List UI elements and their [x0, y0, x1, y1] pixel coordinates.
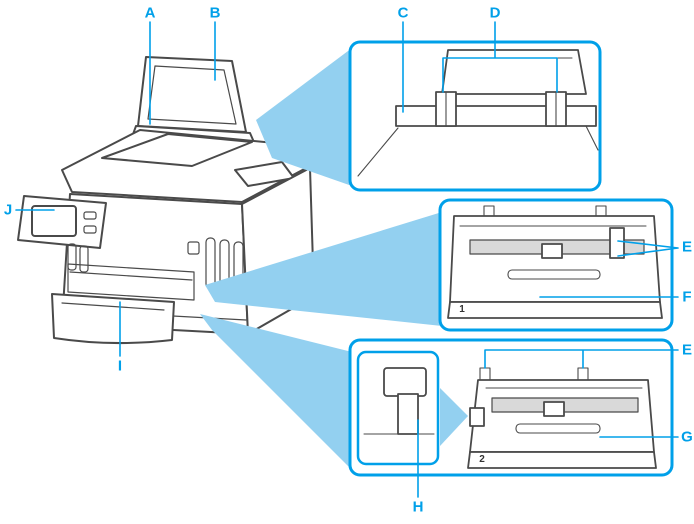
label-e-top: E	[681, 238, 693, 256]
label-g: G	[681, 428, 693, 446]
detail-paper-support	[441, 49, 587, 95]
cassette-1-number: 1	[459, 304, 465, 315]
ink-window-left	[67, 243, 77, 271]
leader-e-bottom	[484, 349, 679, 369]
ink-window-left	[79, 245, 89, 273]
leader-e-top	[617, 240, 679, 257]
lock-tab-zoom-detail	[363, 367, 435, 435]
detail-context-line	[357, 127, 399, 177]
beam-lock-tab-zoom	[440, 388, 468, 446]
cassette1-side-guide	[609, 227, 625, 259]
leader-lines	[15, 21, 679, 498]
maintenance-button	[187, 241, 200, 255]
label-d: D	[489, 4, 501, 22]
adf-hump	[101, 133, 253, 167]
output-bay	[67, 263, 195, 301]
label-f: F	[682, 288, 692, 306]
label-c: C	[397, 4, 409, 22]
beam-rear-tray	[256, 48, 352, 186]
output-slot-line	[69, 271, 193, 281]
beam-cassette-1	[205, 212, 442, 326]
leader-d	[442, 21, 558, 93]
cassette-2-number: 2	[479, 454, 485, 465]
cassette1-front-lip	[447, 301, 663, 319]
lock-tab-head	[383, 367, 427, 397]
cassette2-guide-slider	[543, 401, 565, 417]
cassette2-floor-slot	[515, 423, 601, 434]
label-j: J	[3, 201, 13, 219]
cassette2-guide-rail	[491, 397, 639, 413]
cassette2-lock-tab	[469, 407, 485, 427]
cassette-2-detail	[467, 367, 657, 469]
rear-tray-detail	[357, 49, 599, 177]
output-tray-inner	[61, 302, 165, 311]
cassette2-front-lip	[467, 451, 657, 469]
lock-tab-stem	[397, 393, 419, 435]
cassette1-floor-slot	[507, 269, 601, 280]
panel-button	[83, 211, 97, 220]
cassette1-body	[449, 215, 661, 303]
beam-cassette-2	[200, 314, 352, 470]
label-h: H	[412, 498, 424, 516]
output-tray	[51, 293, 175, 345]
cassette-1-detail	[447, 205, 663, 319]
label-a: A	[144, 4, 156, 22]
label-i: I	[117, 357, 123, 375]
panel-button	[83, 225, 97, 234]
label-b: B	[209, 4, 221, 22]
detail-context-line	[585, 125, 599, 151]
cassette1-guide-slider	[541, 243, 563, 259]
touch-screen	[31, 205, 77, 237]
label-e-bottom: E	[681, 341, 693, 359]
callout-beams	[200, 48, 442, 470]
